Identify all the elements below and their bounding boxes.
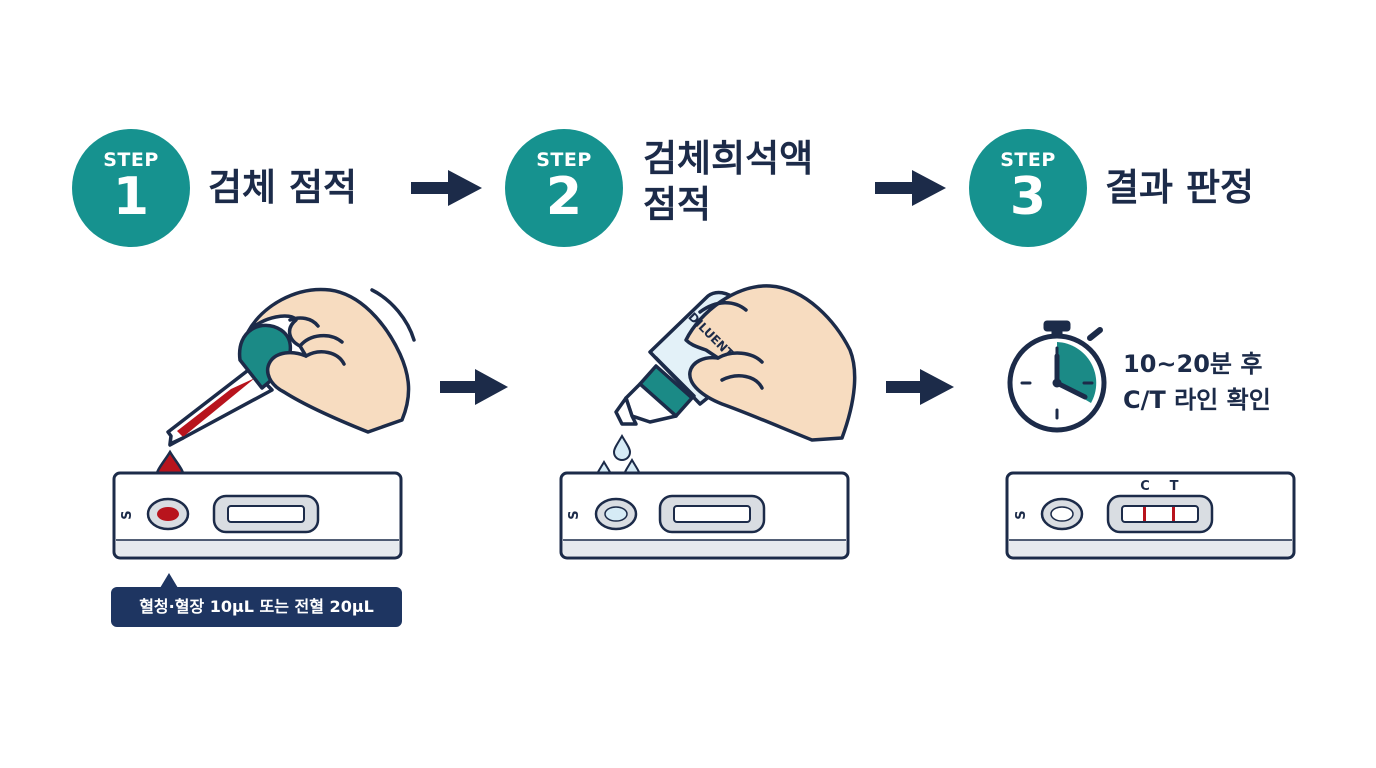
sample-well — [594, 497, 638, 531]
control-line — [1143, 507, 1146, 521]
stopwatch-icon — [1007, 320, 1107, 433]
flow-arrow-1-icon — [440, 369, 508, 405]
step-1-badge: STEP 1 — [72, 129, 190, 247]
step-2-word: STEP — [536, 149, 592, 171]
step-2-title: 검체희석액 점적 — [643, 136, 813, 228]
step-3-badge: STEP 3 — [969, 129, 1087, 247]
test-line — [1172, 507, 1175, 521]
step-2-title-line-2: 점적 — [643, 183, 712, 226]
diluent-drops-icon — [594, 433, 642, 512]
step-3-title-line: 결과 판정 — [1105, 166, 1255, 209]
header-arrow-2-icon — [875, 170, 946, 206]
step-1-title-line: 검체 점적 — [208, 166, 358, 209]
step-1-number: 1 — [112, 167, 150, 227]
step-3-number: 3 — [1009, 167, 1047, 227]
result-window — [658, 494, 766, 534]
blood-drop-icon — [154, 449, 186, 493]
sample-well — [1040, 497, 1084, 531]
sample-volume-callout: 혈청·혈장 10μL 또는 전혈 20μL — [111, 587, 402, 627]
sample-port-label: S — [1014, 510, 1029, 519]
step-3-word: STEP — [1000, 149, 1056, 171]
hand-with-dropper-icon — [166, 287, 416, 447]
test-cassette-step-1: S — [112, 471, 403, 560]
sample-well — [146, 497, 190, 531]
test-label: T — [1170, 479, 1179, 494]
flow-arrow-2-icon — [886, 369, 954, 405]
result-timing-line-2: C/T 라인 확인 — [1123, 386, 1271, 414]
step-1-title: 검체 점적 — [208, 165, 357, 211]
step-2-number: 2 — [545, 167, 583, 227]
header-arrow-1-icon — [411, 170, 482, 206]
result-timing-text: 10~20분 후 C/T 라인 확인 — [1123, 346, 1271, 418]
bottle-label: DILUENT — [685, 310, 736, 361]
result-timing-line-1: 10~20분 후 — [1123, 350, 1263, 378]
sample-port-label: S — [120, 510, 135, 519]
sample-blood-spot — [157, 507, 179, 521]
step-2-badge: STEP 2 — [505, 129, 623, 247]
result-window — [1106, 494, 1214, 534]
step-2-title-line-1: 검체희석액 — [643, 137, 814, 180]
step-1-word: STEP — [103, 149, 159, 171]
test-cassette-step-3: C T S — [1005, 471, 1296, 560]
sample-port-label: S — [567, 510, 582, 519]
result-window — [212, 494, 320, 534]
hand-with-diluent-bottle-icon — [614, 284, 857, 442]
callout-pointer — [160, 573, 178, 588]
test-cassette-step-2: S — [559, 471, 850, 560]
step-3-title: 결과 판정 — [1105, 165, 1254, 211]
control-label: C — [1140, 479, 1150, 494]
